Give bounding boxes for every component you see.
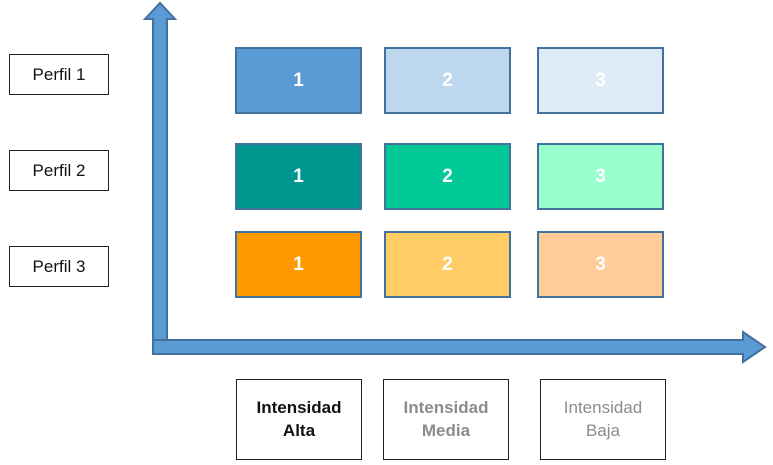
profile-label-2: Perfil 2 — [9, 150, 109, 191]
intensity-label-media-line2: Media — [421, 420, 471, 440]
cell-perfil3-media: 2 — [384, 231, 511, 298]
cell-perfil1-baja: 3 — [537, 47, 664, 114]
cell-perfil2-baja: 3 — [537, 143, 664, 210]
intensity-label-media-line1: Intensidad — [403, 398, 489, 418]
intensity-label-baja-line2: Baja — [585, 420, 620, 440]
vertical-axis-arrow — [142, 1, 178, 345]
cell-perfil2-alta: 1 — [235, 143, 362, 210]
intensity-label-alta-line2: Alta — [282, 420, 316, 440]
intensity-label-baja-line1: Intensidad — [563, 398, 643, 418]
cell-perfil1-media: 2 — [384, 47, 511, 114]
cell-perfil3-baja: 3 — [537, 231, 664, 298]
cell-perfil3-alta: 1 — [235, 231, 362, 298]
intensity-label-media: Intensidad Media — [383, 379, 509, 460]
cell-perfil2-media: 2 — [384, 143, 511, 210]
intensity-label-baja: Intensidad Baja — [540, 379, 666, 460]
profile-label-3: Perfil 3 — [9, 246, 109, 287]
profile-label-1: Perfil 1 — [9, 54, 109, 95]
intensity-label-alta-line1: Intensidad — [256, 398, 342, 418]
cell-perfil1-alta: 1 — [235, 47, 362, 114]
intensity-label-alta: Intensidad Alta — [236, 379, 362, 460]
horizontal-axis-arrow — [152, 330, 767, 364]
